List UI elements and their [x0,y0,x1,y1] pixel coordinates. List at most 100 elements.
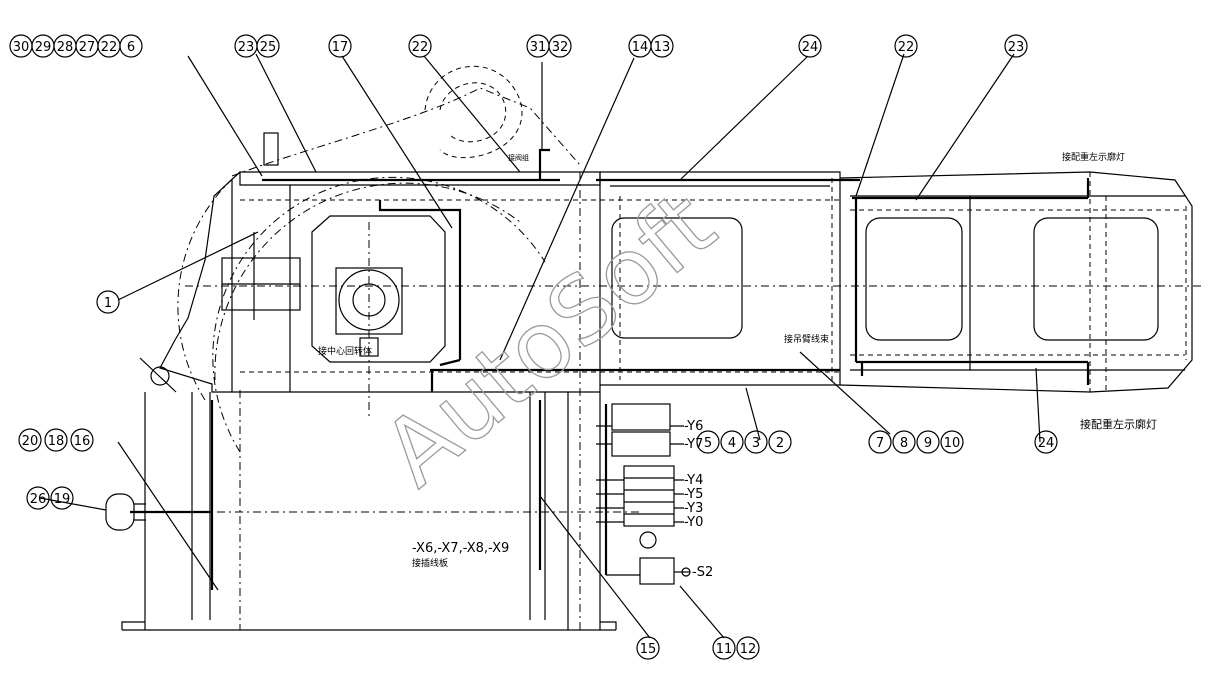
balloon-circle [70,428,94,452]
balloon-3: 3 [744,430,768,454]
balloon-number: 10 [944,436,961,451]
balloon-22-a: 22 [97,34,121,58]
balloon-circle [868,430,892,454]
balloon-26: 26 [26,486,50,510]
balloon-number: 22 [412,40,429,55]
balloon-number: 26 [30,492,47,507]
balloon-number: 23 [238,40,255,55]
note-connector-board: 接插线板 [412,557,448,569]
note-pipe-junction: 接吊臂线束 [784,333,829,345]
balloon-31: 31 [526,34,550,58]
balloon-9: 9 [916,430,940,454]
balloon-circle [26,486,50,510]
balloon-8: 8 [892,430,916,454]
balloon-number: 19 [54,492,71,507]
balloon-number: 3 [752,436,760,451]
crane-frame [121,65,1205,631]
balloon-number: 20 [22,434,39,449]
balloon-number: 4 [728,436,736,451]
balloon-24-a: 24 [798,34,822,58]
balloon-number: 7 [876,436,884,451]
balloon-circle [1004,34,1028,58]
balloon-23-b: 23 [1004,34,1028,58]
balloon-number: 16 [74,434,91,449]
balloon-number: 28 [57,40,74,55]
balloon-number: 13 [654,40,671,55]
balloon-number: 11 [716,642,733,657]
balloon-4: 4 [720,430,744,454]
balloon-number: 29 [35,40,52,55]
balloon-number: 24 [1038,436,1055,451]
label-y3: -Y3 [684,501,703,516]
balloon-circle [798,34,822,58]
balloon-18: 18 [44,428,68,452]
balloon-circle [736,636,760,660]
balloon-circle [720,430,744,454]
balloon-16: 16 [70,428,94,452]
balloon-22-c: 22 [894,34,918,58]
balloon-circle [916,430,940,454]
balloon-14: 14 [628,34,652,58]
leader-lines [39,53,1041,639]
note-valve-box: 接阀组 [508,153,529,162]
wire-harness [130,148,1090,590]
balloon-circle [548,34,572,58]
label-y6: -Y6 [684,419,703,434]
balloon-circle [892,430,916,454]
balloon-13: 13 [650,34,674,58]
balloon-circle [50,486,74,510]
balloon-number: 1 [104,296,112,311]
balloon-number: 6 [127,40,135,55]
balloon-number: 18 [48,434,65,449]
notes: 接插线板 接中心回转体 接配重左示廓灯 接配重左示廓灯 接吊臂线束 接阀组 [318,151,1157,569]
note-center-junction: 接中心回转体 [318,345,372,357]
balloon-30: 30 [9,34,33,58]
balloon-circle [408,34,432,58]
balloon-29: 29 [31,34,55,58]
balloon-32: 32 [548,34,572,58]
balloon-number: 27 [79,40,96,55]
signal-labels: -Y6 -Y7 -Y4 -Y5 -Y3 -Y0 -S2 -X6,-X7,-X8,… [412,419,713,580]
balloon-25: 25 [256,34,280,58]
balloon-number: 14 [632,40,649,55]
balloon-circle [744,430,768,454]
balloon-number: 8 [900,436,908,451]
balloon-number: 32 [552,40,569,55]
balloon-20: 20 [18,428,42,452]
balloon-circle [44,428,68,452]
balloon-15: 15 [636,636,660,660]
balloon-23-a: 23 [234,34,258,58]
balloon-24-b: 24 [1034,430,1058,454]
balloon-6: 6 [119,34,143,58]
balloon-circle [328,34,352,58]
note-rear-light-top: 接配重左示廓灯 [1062,151,1125,163]
balloon-circle [940,430,964,454]
balloon-7: 7 [868,430,892,454]
balloon-number: 22 [101,40,118,55]
label-y4: -Y4 [684,473,703,488]
balloon-circle [636,636,660,660]
balloon-number: 15 [640,642,657,657]
balloon-17: 17 [328,34,352,58]
label-y5: -Y5 [684,487,703,502]
balloon-number: 25 [260,40,277,55]
balloon-27: 27 [75,34,99,58]
label-s2: -S2 [692,565,713,580]
balloon-circle [1034,430,1058,454]
balloon-number: 31 [530,40,547,55]
balloon-1: 1 [96,290,120,314]
balloon-number: 22 [898,40,915,55]
balloon-circle [712,636,736,660]
balloon-circle [96,290,120,314]
balloon-circle [894,34,918,58]
balloon-11: 11 [712,636,736,660]
balloon-circle [119,34,143,58]
balloon-number: 23 [1008,40,1025,55]
balloon-10: 10 [940,430,964,454]
balloon-28: 28 [53,34,77,58]
label-y7: -Y7 [684,437,703,452]
balloon-number: 5 [704,436,712,451]
balloon-5: 5 [696,430,720,454]
